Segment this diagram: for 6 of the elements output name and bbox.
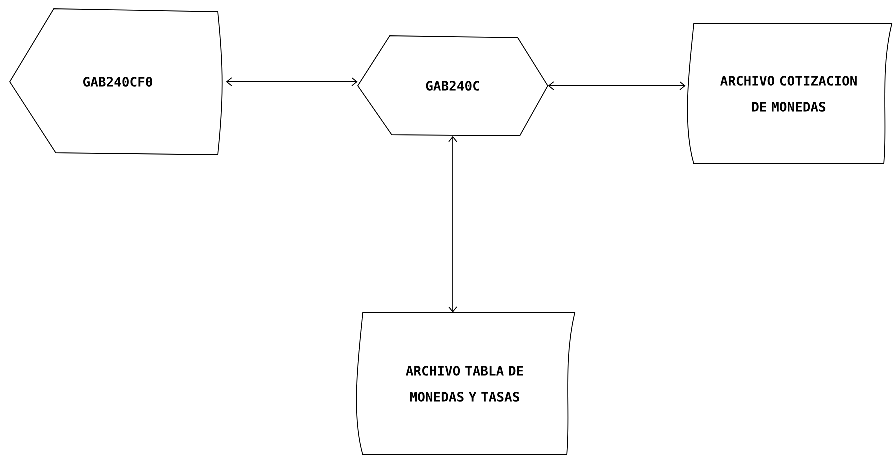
- file-box: ARCHIVO TABLA DE MONEDAS Y TASAS: [356, 312, 576, 456]
- arrow: [226, 78, 358, 86]
- arrow: [448, 136, 458, 313]
- file-box: ARCHIVO COTIZACION DE MONEDAS: [687, 24, 892, 164]
- arrow: [548, 82, 686, 90]
- pentagon-box: GAB240CF0: [10, 8, 223, 156]
